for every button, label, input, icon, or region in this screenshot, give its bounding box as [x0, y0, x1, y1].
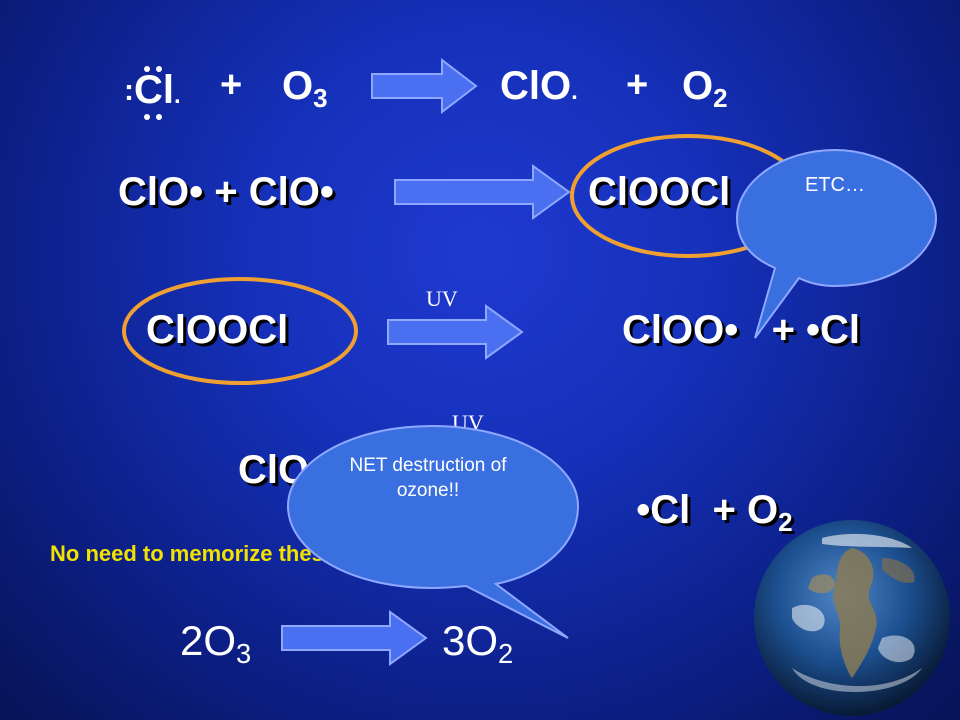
- net-eq-arrow-icon: [281, 610, 428, 666]
- net-eq-left-sub: 3: [236, 638, 252, 670]
- eq1-o2-sub: 2: [713, 82, 728, 113]
- eq3-right: ClOO• + •Cl: [622, 308, 861, 352]
- eq1-electron-dots-bottom: [142, 108, 164, 120]
- eq1-arrow-icon: [371, 58, 478, 114]
- eq1-cl: Cl: [134, 68, 174, 112]
- eq4-right: •Cl + O2: [614, 450, 793, 537]
- eq1-clo-dot: .: [571, 78, 578, 105]
- net-eq-right: 3O2: [442, 617, 514, 670]
- eq1-o3-sub: 3: [313, 82, 328, 113]
- eq1-reactant-cl: :Cl.: [124, 70, 181, 110]
- eq3-left: ClOOCl: [146, 308, 289, 352]
- eq1-clo: ClO: [500, 64, 572, 108]
- net-speech-bubble: [286, 424, 580, 639]
- earth-globe-icon: [754, 520, 950, 716]
- eq3-highlight-circle: [122, 277, 358, 385]
- eq4-right-base: •Cl + O: [636, 488, 779, 532]
- eq1-o2-base: O: [682, 64, 714, 108]
- eq1-electron-dots-top: [142, 60, 164, 72]
- net-eq-right-base: 3O: [442, 617, 499, 664]
- etc-speech-bubble: [735, 148, 938, 339]
- eq1-o3-base: O: [282, 64, 314, 108]
- eq1-o2: O2: [682, 66, 728, 111]
- eq1-colon: :: [124, 74, 134, 107]
- net-eq-left-base: 2O: [180, 617, 237, 664]
- net-eq-right-sub: 2: [498, 638, 514, 670]
- eq4-right-sub: 2: [778, 506, 793, 537]
- net-bubble-text: NET destruction of ozone!!: [349, 455, 507, 501]
- eq2-left: ClO• + ClO•: [118, 170, 334, 214]
- eq2-arrow-icon: [394, 164, 571, 220]
- eq2-right: ClOOCl: [588, 170, 731, 214]
- eq3-arrow-icon: [387, 304, 524, 360]
- etc-bubble-text: ETC…: [805, 174, 865, 196]
- eq1-product-clo: ClO.: [500, 66, 578, 106]
- eq1-plus2: +: [626, 64, 649, 106]
- eq1-o3: O3: [282, 66, 328, 111]
- eq1-plus1: +: [220, 64, 243, 106]
- eq1-cl-dot: .: [174, 82, 181, 109]
- eq3-uv-label: UV: [426, 286, 458, 311]
- net-eq-left: 2O3: [180, 617, 252, 670]
